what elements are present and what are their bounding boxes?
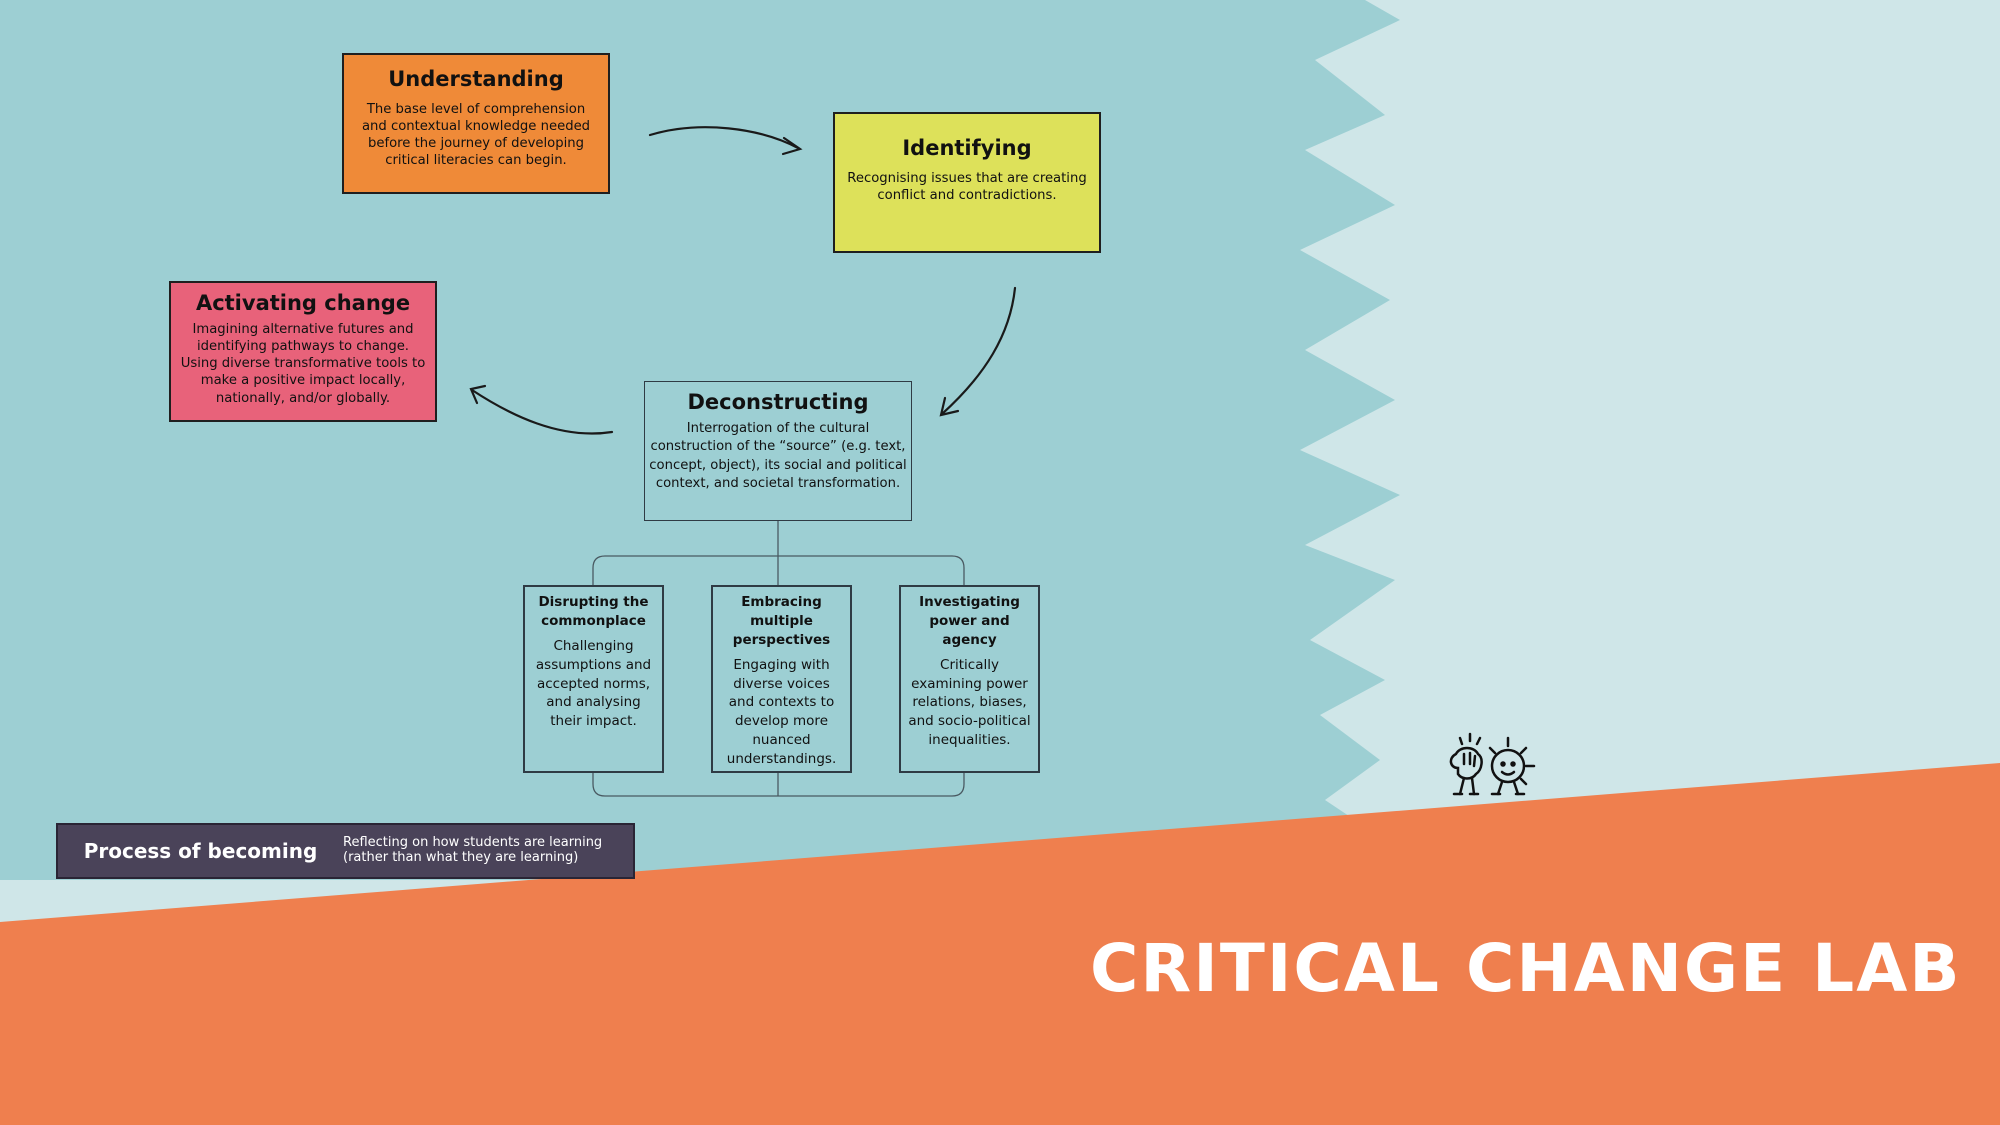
investigating-title: Investigating power and agency [919,594,1020,648]
understanding-node: Understanding The base level of comprehe… [342,53,610,194]
disrupting-description: Challenging assumptions and accepted nor… [535,637,652,730]
disrupting-node: Disrupting the commonplace Challenging a… [523,585,664,773]
mascot-icon [1449,732,1536,796]
process-of-becoming-bar: Process of becoming Reflecting on how st… [56,823,635,879]
connector-lines [592,521,965,797]
arrow-icon [469,384,614,435]
investigating-node: Investigating power and agency Criticall… [899,585,1040,773]
embracing-title: Embracing multiple perspectives [732,594,831,648]
arrow-icon [939,286,1017,417]
critical-change-lab-logo: CRITICAL CHANGE LAB [1090,930,1962,1007]
understanding-description: The base level of comprehension and cont… [361,102,591,169]
deconstructing-title: Deconstructing [687,390,869,414]
arrow-icon [648,126,803,156]
process-description-line1: Reflecting on how students are learning [343,835,603,851]
identifying-title: Identifying [902,136,1032,160]
footer-band [0,763,2000,1125]
process-description-line2: (rather than what they are learning) [343,850,579,865]
embracing-node: Embracing multiple perspectives Engaging… [711,585,852,773]
embracing-description: Engaging with diverse voices and context… [726,656,837,768]
process-description: Reflecting on how students are learning … [343,835,603,866]
disrupting-title: Disrupting the commonplace [538,594,649,629]
activating-change-node: Activating change Imagining alternative … [169,281,437,422]
investigating-description: Critically examining power relations, bi… [908,656,1031,749]
identifying-node: Identifying Recognising issues that are … [833,112,1101,253]
activating-change-description: Imagining alternative futures and identi… [180,322,426,406]
process-title: Process of becoming [83,839,318,863]
deconstructing-node: Deconstructing Interrogation of the cult… [644,381,912,521]
deconstructing-description: Interrogation of the cultural constructi… [649,421,907,492]
understanding-title: Understanding [388,67,564,91]
identifying-description: Recognising issues that are creating con… [847,171,1087,204]
activating-change-title: Activating change [195,291,411,315]
